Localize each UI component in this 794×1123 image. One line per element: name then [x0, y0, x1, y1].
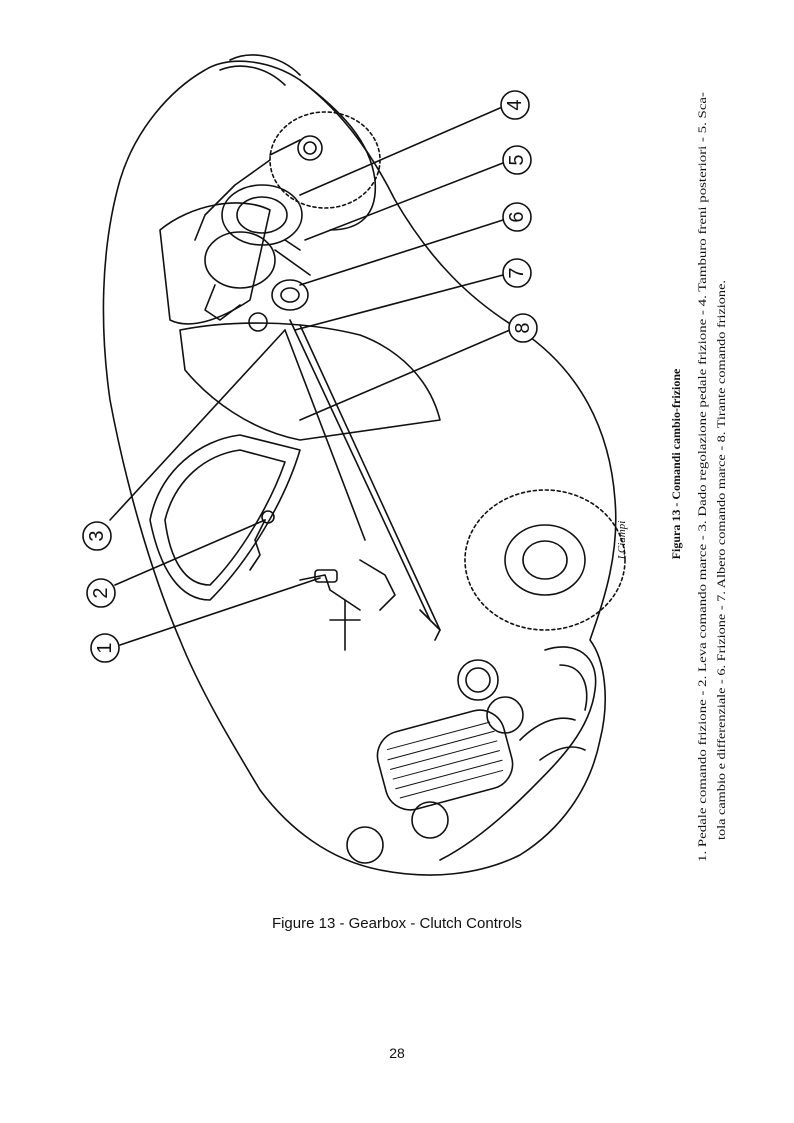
callout-1-circle	[90, 633, 120, 663]
gearshift-shaft	[289, 319, 431, 621]
callout-5-circle	[502, 145, 532, 175]
callout-8-circle	[508, 313, 538, 343]
callout-3-label: 3	[86, 530, 108, 541]
rear-wheel	[269, 111, 381, 209]
callout-8-label: 8	[512, 322, 534, 333]
callout-3-leader	[109, 329, 286, 521]
callout-6-circle	[502, 202, 532, 232]
artist-signature: LCiampi	[616, 521, 628, 561]
fog-light-right	[486, 696, 524, 734]
front-grille	[376, 709, 514, 811]
front-bumper	[439, 646, 597, 861]
door-window	[179, 322, 441, 441]
front-wheel	[464, 489, 626, 631]
callout-7-circle	[502, 258, 532, 288]
car-cutaway-illustration: 4 5 6 7 8 3 2 1 LCiampi	[82, 54, 628, 876]
callout-1-leader	[119, 577, 321, 646]
callout-6-leader	[299, 219, 504, 286]
car-body-outline	[102, 60, 617, 876]
callout-2-label: 2	[90, 587, 112, 598]
page-number: 28	[389, 1045, 405, 1061]
rear-axle-assembly	[194, 135, 323, 332]
callout-4-label: 4	[504, 99, 526, 110]
callout-5-label: 5	[506, 154, 528, 165]
pedal-cluster	[249, 510, 441, 651]
headlight-right	[457, 659, 499, 701]
callout-1-label: 1	[94, 642, 116, 653]
callout-4-circle	[500, 90, 530, 120]
illustration-svg: 4 5 6 7 8 3 2 1 LCiampi	[82, 54, 628, 876]
callout-2-leader	[114, 519, 266, 586]
callout-6-label: 6	[506, 211, 528, 222]
fog-light-left	[411, 801, 449, 839]
clutch-tie-rod	[299, 324, 441, 631]
callout-7-label: 7	[506, 267, 528, 278]
callout-5-leader	[304, 162, 504, 241]
callout-4-leader	[299, 107, 501, 196]
callout-2-circle	[86, 578, 116, 608]
windshield-frame	[149, 434, 301, 601]
headlight-left	[346, 826, 384, 864]
callout-8-leader	[299, 329, 511, 421]
english-figure-caption: Figure 13 - Gearbox - Clutch Controls	[271, 915, 523, 932]
callout-7-leader	[294, 274, 504, 331]
rear-side-window	[159, 202, 271, 325]
callout-3-circle	[82, 521, 112, 551]
